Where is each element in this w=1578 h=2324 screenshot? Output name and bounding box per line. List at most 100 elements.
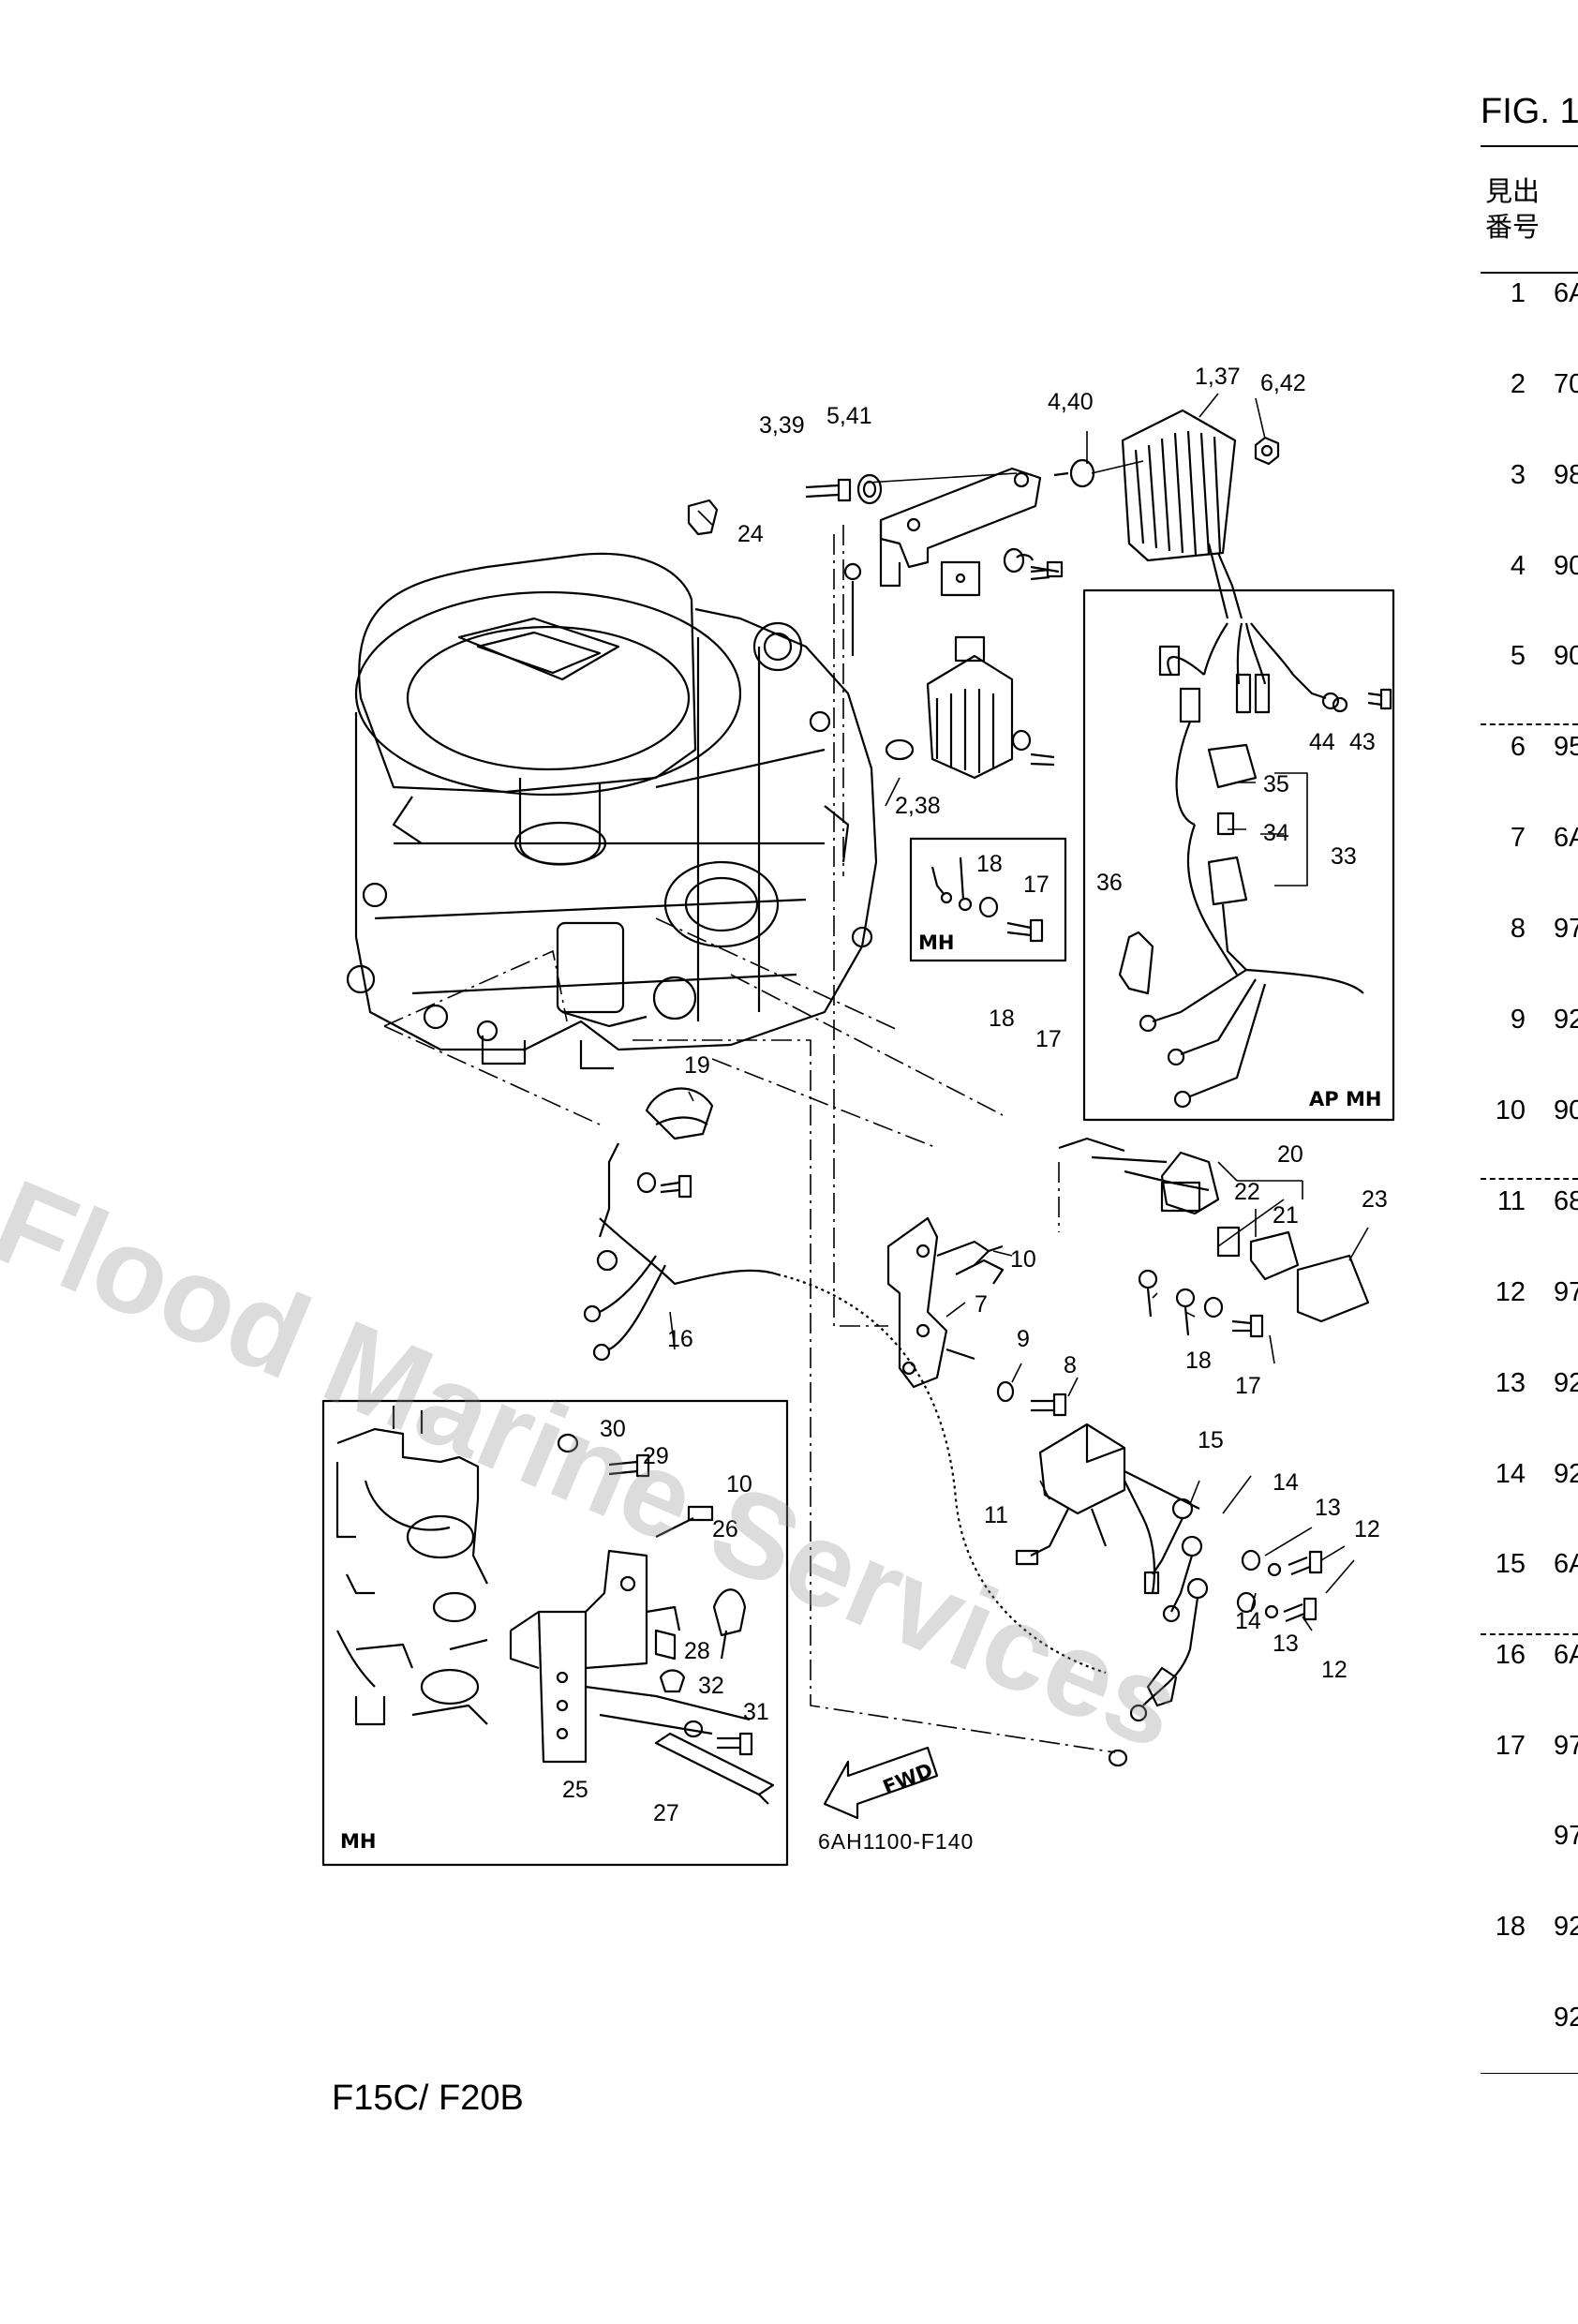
callout-28: 28 bbox=[684, 1638, 710, 1664]
parts-row-number: 9 bbox=[1510, 1005, 1526, 1035]
parts-row-number: 12 bbox=[1495, 1277, 1526, 1307]
callout-36: 36 bbox=[1096, 870, 1123, 896]
fwd-label: FWD bbox=[880, 1759, 936, 1799]
callout-16: 16 bbox=[667, 1326, 693, 1352]
callout-18-b: 18 bbox=[989, 1006, 1015, 1032]
parts-row-partno: 97 bbox=[1554, 914, 1578, 944]
parts-row-number: 8 bbox=[1510, 914, 1526, 944]
parts-row-partno: 90 bbox=[1554, 1095, 1578, 1125]
parts-row-number: 11 bbox=[1496, 1186, 1526, 1216]
engine-block bbox=[346, 552, 878, 1070]
callout-17-b: 17 bbox=[1035, 1026, 1062, 1052]
terminals-lower bbox=[1108, 1497, 1323, 1767]
callout-5-41: 5,41 bbox=[826, 403, 872, 429]
column-header-line2: 番号 bbox=[1485, 213, 1541, 243]
callout-35: 35 bbox=[1263, 771, 1289, 797]
callout-25: 25 bbox=[562, 1777, 588, 1803]
callout-13-a: 13 bbox=[1315, 1495, 1341, 1521]
list-end-rule bbox=[1481, 2073, 1578, 2074]
mh-inset-box bbox=[321, 1399, 789, 1867]
parts-row-partno: 98 bbox=[1554, 460, 1578, 490]
terminals-right bbox=[936, 1137, 1370, 1338]
parts-row-number: 2 bbox=[1510, 369, 1526, 399]
parts-row-number: 3 bbox=[1510, 460, 1526, 490]
callout-17-c: 17 bbox=[1235, 1373, 1261, 1399]
group-separator bbox=[1481, 723, 1578, 725]
parts-row: 5 90 bbox=[1481, 641, 1578, 697]
callout-12-b: 12 bbox=[1321, 1657, 1347, 1683]
upper-bracket bbox=[879, 467, 1064, 597]
parts-row-partno: 92 bbox=[1554, 2003, 1578, 2033]
parts-row: 7 6A bbox=[1481, 823, 1578, 879]
rectifier-lower bbox=[926, 635, 1014, 780]
callout-32: 32 bbox=[698, 1673, 724, 1699]
model-label: F15C/ F20B bbox=[332, 2078, 524, 2118]
bracket-25 bbox=[509, 1433, 775, 1805]
callout-44: 44 bbox=[1309, 729, 1335, 755]
group-separator bbox=[1481, 1633, 1578, 1635]
callout-43: 43 bbox=[1349, 729, 1376, 755]
parts-row-partno: 6A bbox=[1554, 278, 1578, 308]
header-rule-top bbox=[1481, 145, 1578, 147]
parts-row-number: 6 bbox=[1510, 732, 1526, 762]
parts-row-partno: 6A bbox=[1554, 1549, 1578, 1579]
callout-33: 33 bbox=[1331, 843, 1357, 870]
callout-12-a: 12 bbox=[1354, 1516, 1380, 1542]
parts-row-number: 10 bbox=[1495, 1095, 1526, 1125]
parts-row: 14 92 bbox=[1481, 1459, 1578, 1515]
parts-row-partno: 90 bbox=[1554, 551, 1578, 581]
parts-row: 1 6A bbox=[1481, 278, 1578, 335]
callout-17-a: 17 bbox=[1023, 872, 1050, 898]
callout-7: 7 bbox=[975, 1291, 988, 1318]
header-rule-bottom bbox=[1481, 272, 1578, 274]
parts-row: 92 bbox=[1481, 2003, 1578, 2059]
callout-30: 30 bbox=[600, 1416, 626, 1442]
parts-row-number: 5 bbox=[1510, 641, 1526, 671]
callout-18-c: 18 bbox=[1185, 1348, 1212, 1374]
ap-mh-label: AP MH bbox=[1309, 1088, 1381, 1110]
parts-row: 8 97 bbox=[1481, 914, 1578, 970]
callout-31: 31 bbox=[743, 1699, 769, 1725]
column-header: 見出 番号 bbox=[1485, 174, 1540, 246]
callout-23: 23 bbox=[1362, 1186, 1388, 1213]
callout-1-37: 1,37 bbox=[1195, 364, 1241, 390]
callout-4-40: 4,40 bbox=[1048, 389, 1094, 415]
parts-row-partno: 92 bbox=[1554, 1912, 1578, 1942]
parts-row: 97 bbox=[1481, 1821, 1578, 1877]
parts-row-partno: 92 bbox=[1554, 1005, 1578, 1035]
callout-10-a: 10 bbox=[1010, 1246, 1036, 1273]
callout-26: 26 bbox=[712, 1516, 738, 1542]
parts-row-partno: 6A bbox=[1554, 823, 1578, 853]
parts-row-number: 15 bbox=[1495, 1549, 1526, 1579]
reference-lines bbox=[383, 525, 1116, 1753]
bolts-upper bbox=[687, 436, 1280, 767]
callout-20: 20 bbox=[1277, 1141, 1303, 1168]
mh-small-box bbox=[909, 837, 1067, 962]
parts-row-partno: 97 bbox=[1554, 1731, 1578, 1761]
callout-19: 19 bbox=[684, 1052, 710, 1079]
figure-header: FIG. 1 bbox=[1481, 92, 1578, 131]
callout-27: 27 bbox=[653, 1800, 679, 1826]
parts-row-partno: 92 bbox=[1554, 1459, 1578, 1489]
callout-21: 21 bbox=[1273, 1202, 1299, 1229]
relay-11 bbox=[1015, 1423, 1200, 1594]
box-labels: MH AP MH MH FWD bbox=[340, 931, 1381, 1853]
leader-lines bbox=[669, 393, 1369, 1631]
callout-6-42: 6,42 bbox=[1260, 370, 1306, 396]
parts-row-partno: 90 bbox=[1554, 641, 1578, 671]
callout-labels: 3,39 5,41 4,40 1,37 6,42 24 2,38 18 17 1… bbox=[562, 364, 1388, 1826]
callout-8: 8 bbox=[1064, 1352, 1077, 1378]
group-separator bbox=[1481, 1178, 1578, 1180]
parts-row-number: 13 bbox=[1495, 1368, 1526, 1398]
parts-row-number: 1 bbox=[1510, 278, 1526, 308]
parts-row-number: 7 bbox=[1510, 823, 1526, 853]
parts-row-number: 14 bbox=[1495, 1459, 1526, 1489]
